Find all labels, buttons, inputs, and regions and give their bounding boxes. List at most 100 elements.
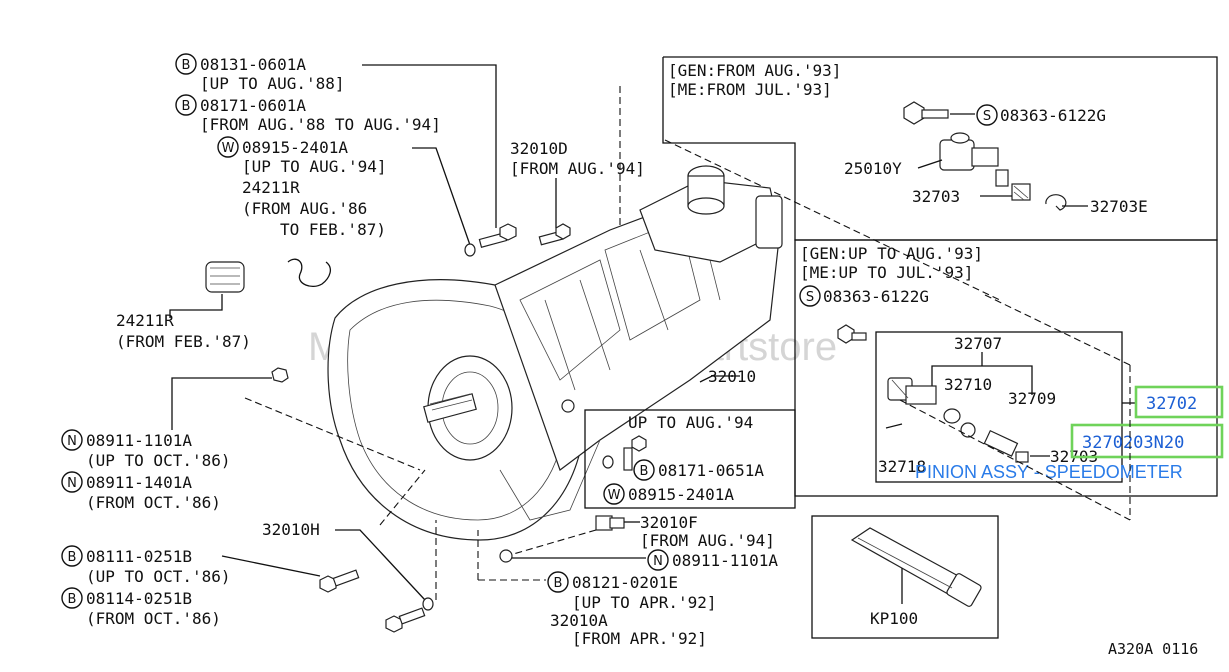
- inset-title: UP TO AUG.'94: [628, 413, 753, 432]
- main-code: 32010: [708, 367, 756, 386]
- clip-part: [1045, 194, 1067, 211]
- f1-plug-part: [595, 515, 625, 531]
- b3-prefix: B: [68, 550, 77, 565]
- b5-prefix: B: [554, 576, 563, 591]
- inset-b-code: 08171-0651A: [658, 461, 764, 480]
- n3-code: 08911-1101A: [672, 551, 778, 570]
- sleeve-code: 32710: [944, 375, 992, 394]
- sleeve-part: [887, 377, 937, 405]
- bottom-bolt-part: [837, 324, 867, 344]
- grease-tube-part: [850, 527, 982, 607]
- w1-prefix: W: [222, 141, 235, 156]
- n1-icon: [61, 429, 83, 451]
- top-bolt-part: [903, 101, 949, 125]
- part-link-32702[interactable]: 32702: [1134, 385, 1224, 419]
- r1-note2: TO FEB.'87): [280, 220, 386, 239]
- b5-icon: [547, 571, 569, 593]
- f1-code: 32010F: [640, 513, 698, 532]
- r1-note1: (FROM AUG.'86: [242, 199, 367, 218]
- n3-prefix: N: [653, 554, 663, 569]
- inset-bolt-part: [602, 435, 647, 471]
- part-description[interactable]: PINION ASSY - SPEEDOMETER: [915, 462, 1183, 482]
- kp-frame: [811, 515, 999, 639]
- b4-code: 08114-0251B: [86, 589, 192, 608]
- panel-bottom: [GEN:UP TO AUG.'93] [ME:UP TO JUL.'93] S…: [794, 239, 1218, 497]
- panel-top-line1: [GEN:FROM AUG.'93]: [668, 61, 841, 80]
- w1-note: [UP TO AUG.'94]: [242, 157, 387, 176]
- b5-note: [UP TO APR.'92]: [572, 593, 717, 612]
- assy-subframe: [875, 331, 1123, 483]
- n2-code: 08911-1401A: [86, 473, 192, 492]
- w1-code: 08915-2401A: [242, 138, 348, 157]
- a1-code: 32010A: [550, 611, 608, 630]
- bottom-bolt-prefix: S: [806, 290, 814, 305]
- d1-bolt-part: [538, 223, 571, 246]
- n1-prefix: N: [67, 434, 77, 449]
- d1-code: 32010D: [510, 139, 568, 158]
- b4-note: (FROM OCT.'86): [86, 609, 221, 628]
- panel-top: [GEN:FROM AUG.'93] [ME:FROM JUL.'93] S 0…: [662, 56, 1218, 241]
- panel-top-line2: [ME:FROM JUL.'93]: [668, 80, 832, 99]
- b1-bolt-part: [478, 223, 517, 248]
- h1-bolt-part: [385, 597, 434, 633]
- n1-code: 08911-1101A: [86, 431, 192, 450]
- part-3270203N20-highlight[interactable]: [1070, 423, 1224, 459]
- r2-note: (FROM FEB.'87): [116, 332, 251, 351]
- part-link-3270203N20[interactable]: 3270203N20: [1070, 423, 1224, 459]
- n2-icon: [61, 471, 83, 493]
- part-32702-highlight[interactable]: [1134, 385, 1224, 419]
- panel-bottom-line1: [GEN:UP TO AUG.'93]: [800, 244, 983, 263]
- inset-w-code: 08915-2401A: [628, 485, 734, 504]
- b1-icon: [175, 53, 197, 75]
- speed-sensor-part: [939, 132, 1009, 187]
- w1-washer-part: [464, 243, 476, 257]
- b3-note: (UP TO OCT.'86): [86, 567, 231, 586]
- inset-w-icon: [603, 483, 625, 505]
- oring-part: [943, 408, 961, 424]
- kp-code: KP100: [870, 609, 918, 628]
- inset-w-prefix: W: [608, 488, 621, 503]
- sensor-code: 25010Y: [844, 159, 902, 178]
- transmission-assembly: [287, 165, 783, 541]
- b2-prefix: B: [182, 99, 191, 114]
- b2-icon: [175, 94, 197, 116]
- top-bolt-s-icon: [976, 104, 998, 126]
- bottom-bolt-s-icon: [799, 285, 821, 307]
- b2-code: 08171-0601A: [200, 96, 306, 115]
- b3-bolt-part: [319, 569, 360, 593]
- bottom-pinion-part: [983, 429, 1029, 463]
- pin-part: [885, 423, 903, 429]
- b4-icon: [61, 587, 83, 609]
- inset-b-prefix: B: [640, 464, 649, 479]
- n3-nut-part: [499, 549, 513, 563]
- inset-frame: [584, 409, 796, 509]
- washer-part: [960, 422, 976, 438]
- h1-code: 32010H: [262, 520, 320, 539]
- r1-code: 24211R: [242, 178, 300, 197]
- top-pinion-part: [1011, 183, 1031, 201]
- n3-icon: [647, 549, 669, 571]
- b5-code: 08121-0201E: [572, 573, 678, 592]
- oring-code: 32709: [1008, 389, 1056, 408]
- r2-code: 24211R: [116, 311, 174, 330]
- n1-note: (UP TO OCT.'86): [86, 451, 231, 470]
- top-bolt-code: 08363-6122G: [1000, 106, 1106, 125]
- inset-b-icon: [633, 459, 655, 481]
- gasket-part: [287, 258, 332, 288]
- bottom-bolt-code: 08363-6122G: [823, 287, 929, 306]
- pin-code: 32718: [878, 457, 926, 476]
- b1-note: [UP TO AUG.'88]: [200, 74, 345, 93]
- f1-note: [FROM AUG.'94]: [640, 531, 775, 550]
- n1-nut-part: [271, 367, 289, 383]
- n2-prefix: N: [67, 476, 77, 491]
- n2-note: (FROM OCT.'86): [86, 493, 221, 512]
- b3-icon: [61, 545, 83, 567]
- sensor-24211r-part: [205, 261, 245, 293]
- b4-prefix: B: [68, 592, 77, 607]
- part-3270203N20-code[interactable]: 3270203N20: [1082, 433, 1184, 453]
- assy-code: 32707: [954, 334, 1002, 353]
- part-32702-code[interactable]: 32702: [1146, 394, 1197, 414]
- top-bolt-prefix: S: [983, 109, 991, 124]
